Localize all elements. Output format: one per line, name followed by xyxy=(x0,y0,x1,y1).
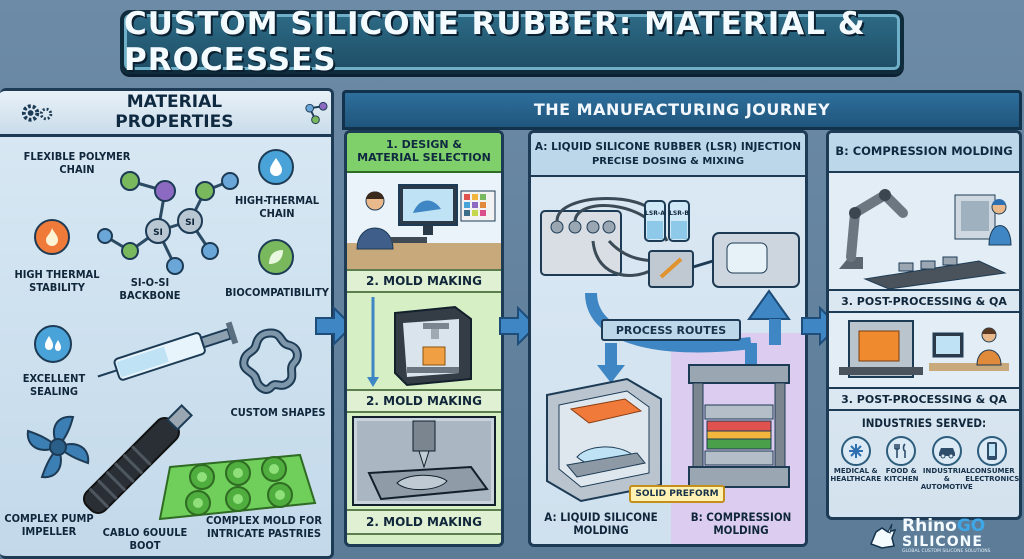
leaf-badge xyxy=(258,239,294,275)
gears-icon xyxy=(21,103,53,122)
industry-consumer-label: CONSUMER ELECTRONICS xyxy=(965,467,1020,483)
industry-consumer: CONSUMER ELECTRONICS xyxy=(965,436,1019,491)
pump-impeller-illustration xyxy=(26,415,90,479)
brand-text: RhinoGO SILICONE GLOBAL CUSTOM SILICONE … xyxy=(902,518,991,555)
label-complex-pump-impeller: COMPLEX PUMP IMPELLER xyxy=(4,512,94,538)
leaf-icon xyxy=(269,250,283,264)
brand-silicone: SILICONE xyxy=(902,534,983,551)
car-icon xyxy=(938,448,955,459)
material-properties-header: MATERIAL PROPERTIES xyxy=(0,91,331,137)
label-excellent-sealing: EXCELLENT SEALING xyxy=(22,372,86,398)
label-custom-shapes: CUSTOM SHAPES xyxy=(230,406,326,419)
title-banner: CUSTOM SILICONE RUBBER: MATERIAL & PROCE… xyxy=(120,6,904,78)
lsr-title: A: LIQUID SILICONE RUBBER (LSR) INJECTIO… xyxy=(534,140,802,153)
industry-food-label: FOOD & KITCHEN xyxy=(884,467,919,483)
sealing-badge xyxy=(34,325,72,363)
atom-label-si: SI xyxy=(185,218,195,228)
design-header: 1. DESIGN & MATERIAL SELECTION xyxy=(347,133,501,173)
flame-icon xyxy=(46,228,58,246)
journey-title: THE MANUFACTURING JOURNEY xyxy=(533,99,831,119)
custom-shape-illustration xyxy=(239,328,302,394)
industry-medical-label: MEDICAL & HEALTHCARE xyxy=(830,467,882,483)
step-mold-making-3: 2. MOLD MAKING xyxy=(347,509,501,535)
3d-printer-illustration xyxy=(347,293,501,389)
compression-panel: B: COMPRESSION MOLDING 3. POST-PROCESSIN… xyxy=(826,130,1022,520)
label-biocompatibility: BIOCOMPATIBILITY xyxy=(225,286,329,299)
flow-arrow-2 xyxy=(499,306,538,346)
industry-industrial-label: INDUSTRIAL & AUTOMOTIVE xyxy=(920,467,973,491)
water-drop-badge xyxy=(258,149,294,185)
design-title: 1. DESIGN & MATERIAL SELECTION xyxy=(357,138,491,164)
robotic-arm-illustration xyxy=(829,173,1019,289)
lsr-header: A: LIQUID SILICONE RUBBER (LSR) INJECTIO… xyxy=(531,133,805,177)
label-high-thermal-chain: HIGH-THERMAL CHAIN xyxy=(234,194,320,220)
siloxane-molecule-diagram: SI SI xyxy=(97,171,239,275)
brand-rhino: Rhino xyxy=(902,516,957,537)
industry-food: FOOD & KITCHEN xyxy=(879,436,923,491)
fork-knife-icon xyxy=(894,443,907,459)
industries-section: INDUSTRIES SERVED: MEDICAL & HEALTHCARE … xyxy=(829,411,1019,491)
tank-a-label: LSR-A xyxy=(645,210,665,217)
lsr-dosing-machine-illustration: LSR-A LSR-B xyxy=(540,197,800,288)
label-si-o-si-backbone: SI-O-SI BACKBONE xyxy=(119,276,181,302)
label-flexible-polymer-chain: FLEXIBLE POLYMER CHAIN xyxy=(23,150,131,176)
syringe-illustration xyxy=(97,321,239,381)
compression-press-illustration xyxy=(688,364,790,488)
step-post-processing-2: 3. POST-PROCESSING & QA xyxy=(829,387,1019,411)
flame-badge xyxy=(34,219,70,255)
tank-b-label: LSR-B xyxy=(669,210,689,217)
liquid-molding-machine-illustration xyxy=(546,377,662,503)
pastry-mold-illustration xyxy=(158,453,317,521)
compression-title: B: COMPRESSION MOLDING xyxy=(835,144,1013,159)
designer-workstation-illustration xyxy=(347,173,501,269)
molecule-icon xyxy=(305,101,328,124)
water-drop-icon xyxy=(270,158,282,176)
industry-industrial: INDUSTRIAL & AUTOMOTIVE xyxy=(921,436,973,491)
solid-preform-tag: SOLID PREFORM xyxy=(629,485,725,503)
material-properties-panel: MATERIAL PROPERTIES xyxy=(0,88,334,559)
material-properties-title: MATERIAL PROPERTIES xyxy=(115,91,234,132)
design-panel: 1. DESIGN & MATERIAL SELECTION 2. MOLD M… xyxy=(344,130,504,547)
rhino-icon xyxy=(870,523,897,549)
curing-oven-qa-illustration xyxy=(829,313,1019,387)
industry-medical: MEDICAL & HEALTHCARE xyxy=(830,436,881,491)
lsr-subtitle: PRECISE DOSING & MIXING xyxy=(591,155,745,167)
phone-icon xyxy=(987,442,998,461)
brand-tagline: GLOBAL CUSTOM SILICONE SOLUTIONS xyxy=(902,549,991,555)
step-post-processing-1: 3. POST-PROCESSING & QA xyxy=(829,289,1019,313)
label-liquid-silicone-molding: A: LIQUID SILICONE MOLDING xyxy=(544,510,658,538)
step-mold-making-1: 2. MOLD MAKING xyxy=(347,269,501,293)
cnc-machining-illustration xyxy=(347,413,501,509)
water-drops-icon xyxy=(45,336,61,351)
label-compression-molding: B: COMPRESSION MOLDING xyxy=(690,510,792,538)
compression-header: B: COMPRESSION MOLDING xyxy=(829,133,1019,173)
flow-arrow-1 xyxy=(315,306,354,346)
industries-heading: INDUSTRIES SERVED: xyxy=(861,416,987,430)
step-mold-making-2: 2. MOLD MAKING xyxy=(347,389,501,413)
journey-header: THE MANUFACTURING JOURNEY xyxy=(342,90,1022,130)
page-title: CUSTOM SILICONE RUBBER: MATERIAL & PROCE… xyxy=(124,6,866,78)
medical-icon xyxy=(848,444,863,459)
label-cable-boot: CABLO 6OUULE BOOT xyxy=(102,526,188,552)
process-routes-banner: PROCESS ROUTES xyxy=(601,319,741,341)
cable-boot-illustration xyxy=(82,404,193,515)
label-high-thermal-stability: HIGH THERMAL STABILITY xyxy=(14,268,100,294)
lsr-panel: A: LIQUID SILICONE RUBBER (LSR) INJECTIO… xyxy=(528,130,808,547)
process-routes-label: PROCESS ROUTES xyxy=(615,323,727,337)
industries-row: MEDICAL & HEALTHCARE FOOD & KITCHEN INDU… xyxy=(830,436,1019,491)
atom-label-si: SI xyxy=(153,228,163,238)
brand-logo: RhinoGO SILICONE GLOBAL CUSTOM SILICONE … xyxy=(868,514,1024,559)
brand-go: GO xyxy=(956,516,986,537)
label-complex-mold: COMPLEX MOLD FOR INTRICATE PASTRIES xyxy=(206,514,322,540)
solid-preform-label: SOLID PREFORM xyxy=(635,489,719,499)
